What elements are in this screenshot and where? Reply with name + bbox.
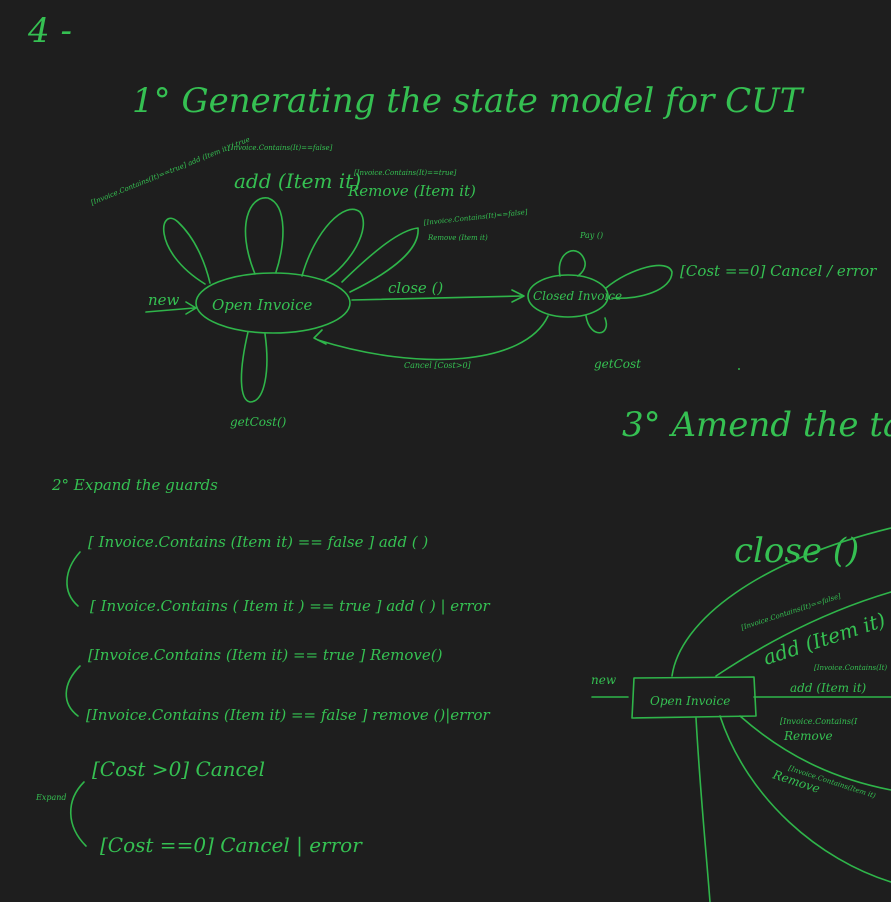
section3-heading: 3° Amend the ta <box>622 405 891 445</box>
remove1-3: Remove <box>783 729 833 743</box>
state-diagram: Open Invoice Closed Invoice new [Invoice… <box>90 135 877 429</box>
label-close: close () <box>388 279 443 297</box>
bracket-3 <box>70 781 87 847</box>
guard-3: [Invoice.Contains (Item it) == true ] Re… <box>88 646 443 664</box>
amended-diagram: close () new Open Invoice [Invoice.Conta… <box>591 527 891 902</box>
guard-list: [ Invoice.Contains (Item it) == false ] … <box>35 533 491 858</box>
initial-arrowhead <box>185 301 197 315</box>
guard-5: [Cost >0] Cancel <box>92 757 265 781</box>
guard-1: [ Invoice.Contains (Item it) == false ] … <box>88 533 428 551</box>
label-getcost-closed: getCost <box>594 357 641 371</box>
label-getcost-open: getCost() <box>230 415 287 429</box>
cancel-transition <box>317 315 549 361</box>
loop-getcost-closed <box>585 315 608 334</box>
state-open-invoice-3-label: Open Invoice <box>650 694 730 708</box>
add2-3: add (Item it) <box>790 681 867 695</box>
state-open-invoice-3 <box>631 676 757 719</box>
state-closed-invoice <box>527 274 609 318</box>
bracket-1 <box>66 551 81 607</box>
cancel-arrowhead <box>313 329 327 345</box>
expand-label: Expand <box>35 793 67 802</box>
loop-remove-true <box>301 208 365 281</box>
label-guard-false: [Invoice.Contains(It)==false] <box>228 144 333 152</box>
edge-close-3 <box>671 527 891 677</box>
label-add-item: add (Item it) <box>234 169 361 193</box>
label-cancel: Cancel [Cost>0] <box>404 361 472 370</box>
initial-label: new <box>148 291 180 309</box>
state-open-invoice <box>195 272 351 334</box>
guard2-3: [Invoice.Contains(It) <box>814 664 887 672</box>
initial-label-3: new <box>591 673 617 687</box>
guard-4: [Invoice.Contains (Item it) == false ] r… <box>86 706 491 724</box>
edge-remove1-3 <box>739 715 891 791</box>
loop-getcost <box>240 331 268 403</box>
loop-remove-false <box>341 227 419 293</box>
close-arrowhead <box>511 289 525 303</box>
loop-add-false <box>244 197 284 275</box>
ink-dot <box>738 368 740 370</box>
loop-cost-error <box>605 264 673 300</box>
guard-2: [ Invoice.Contains ( Item it ) == true ]… <box>90 597 491 615</box>
page-number: 4 - <box>27 11 72 51</box>
guard-6: [Cost ==0] Cancel | error <box>100 833 363 858</box>
label-remove-item-error: Remove (Item it) <box>427 234 488 242</box>
edge-remove2-3 <box>719 715 891 883</box>
label-guard-true-small: [Invoice.Contains(It)==true] <box>354 169 457 177</box>
label-remove-item: Remove (Item it) <box>347 182 476 200</box>
guard3-3: [Invoice.Contains(I <box>780 717 858 726</box>
initial-arrow <box>145 307 195 313</box>
state-closed-invoice-label: Closed Invoice <box>533 289 622 303</box>
label-add-true: [Invoice.Contains(It)==true] add (Item i… <box>90 135 251 206</box>
section2-heading: 2° Expand the guards <box>51 476 218 494</box>
bracket-2 <box>65 665 81 717</box>
loop-add-true <box>162 217 211 285</box>
loop-pay <box>558 250 586 277</box>
title: 1° Generating the state model for CUT <box>132 81 805 121</box>
close-transition <box>351 295 523 301</box>
label-pay: Pay () <box>579 231 603 240</box>
edge-down-3 <box>695 717 711 902</box>
state-open-invoice-label: Open Invoice <box>212 296 312 314</box>
edge-add1-3 <box>715 591 891 677</box>
close-label-3: close () <box>734 531 859 571</box>
label-guard-false-remove: [Invoice.Contains(It)==false] <box>423 208 528 227</box>
label-cost-error: [Cost ==0] Cancel / error <box>680 262 877 280</box>
